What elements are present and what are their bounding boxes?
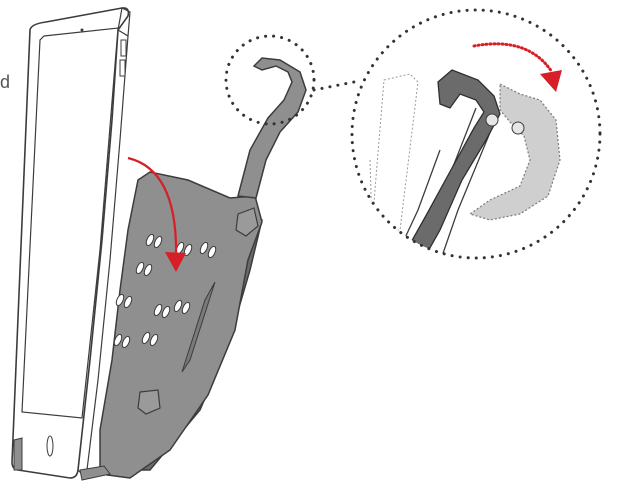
cradle-bottom-clip-left bbox=[14, 438, 22, 470]
cradle-hook-arm bbox=[238, 58, 306, 198]
cradle-bottom-clip-right bbox=[80, 466, 110, 480]
detail-tablet-ghost bbox=[372, 74, 418, 232]
tablet-button-lower bbox=[120, 60, 125, 76]
detail-pivot-right bbox=[512, 122, 524, 134]
tablet-button-upper bbox=[121, 40, 126, 56]
dotted-arc-arrow-icon bbox=[474, 44, 562, 92]
callout-connector-line bbox=[314, 82, 354, 90]
mount-cradle bbox=[100, 58, 306, 478]
tablet-home-button bbox=[47, 436, 53, 456]
detail-callout bbox=[352, 10, 600, 262]
tablet-camera bbox=[81, 29, 84, 32]
detail-pivot-left bbox=[486, 114, 498, 126]
